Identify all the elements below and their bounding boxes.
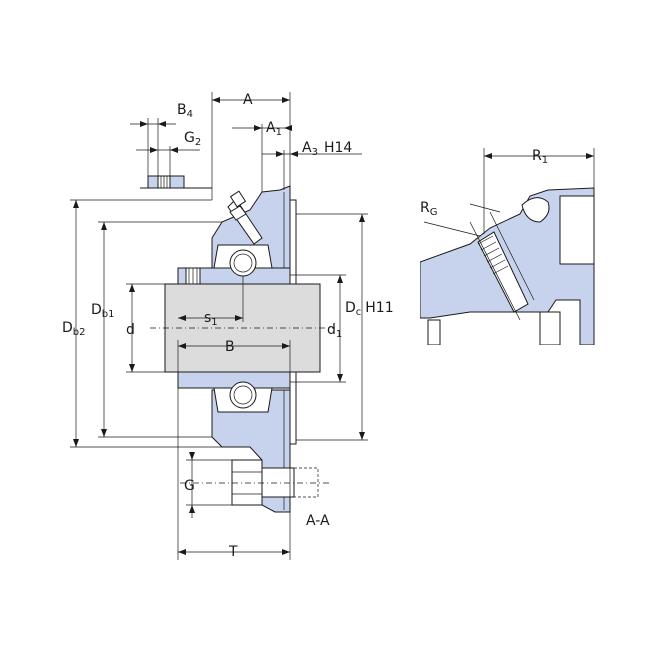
label-a1: A1 [266,120,282,138]
ball-upper [229,249,257,277]
label-b4: B4 [177,102,193,120]
grease-nipple [227,190,263,245]
label-rg: RG [420,200,437,218]
label-d1: d1 [327,322,342,340]
label-b: B [225,339,235,355]
ball-lower [229,381,257,409]
detail-view [420,148,595,345]
label-a: A [243,92,253,108]
mounting-bolt [180,459,330,506]
dimension-arrows [73,97,365,555]
label-r1: R1 [532,148,548,166]
label-s1: s1 [204,310,218,328]
label-g2: G2 [184,130,201,148]
label-section: A-A [306,513,330,529]
label-db2: Db2 [62,320,86,338]
label-db1: Db1 [91,302,115,320]
shaft [150,283,335,373]
set-screw [185,267,201,285]
label-d: d [126,322,135,338]
dimension-lines [70,92,368,560]
label-t: T [228,544,238,560]
b4-detail [140,175,212,189]
label-g: G [184,478,195,494]
